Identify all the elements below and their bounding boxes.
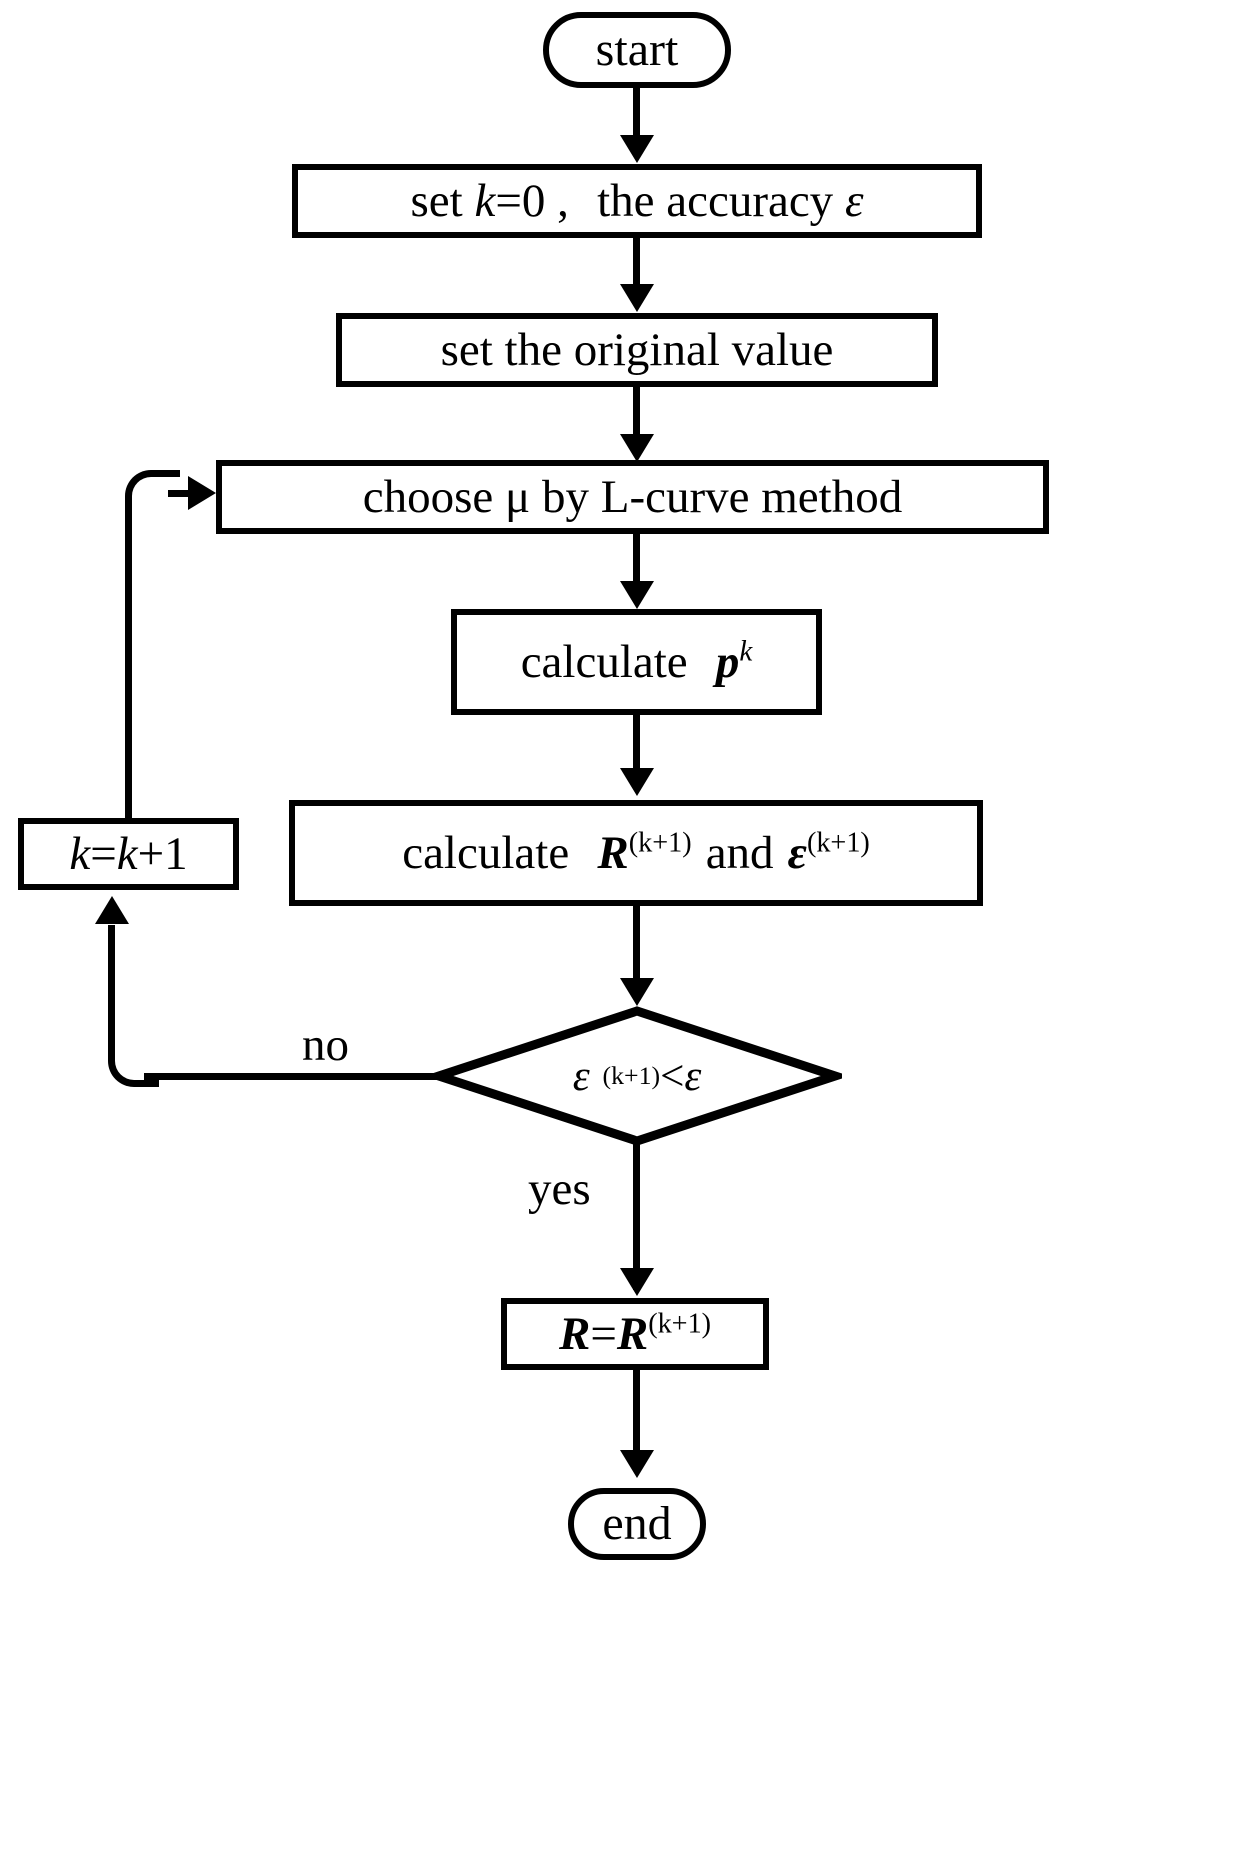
frag-eps-bold: ε	[787, 826, 807, 879]
edge-assign-R-to-end-arrow	[620, 1450, 654, 1478]
decision-diamond-shape	[432, 1006, 842, 1146]
node-calc-p[interactable]: calculate pk	[451, 609, 822, 715]
node-calc-p-label: calculate pk	[520, 635, 753, 688]
edge-choose-mu-to-calc-p-line	[633, 532, 640, 587]
edge-no-arrow	[95, 896, 129, 924]
frag-set: set	[410, 174, 475, 227]
frag-assign-sup: (k+1)	[648, 1307, 712, 1339]
edge-loop-horizontal	[168, 490, 192, 497]
node-choose-mu[interactable]: choose μ by L-curve method	[216, 460, 1049, 534]
edge-start-to-set-k-arrow	[620, 135, 654, 163]
frag-eq0: =0 ,	[495, 174, 569, 227]
frag-k-right: k	[116, 827, 138, 880]
node-end-label: end	[602, 1497, 672, 1550]
edge-calc-p-to-calc-R-arrow	[620, 768, 654, 796]
node-start-label: start	[595, 23, 679, 76]
frag-p-sup: k	[739, 634, 753, 667]
frag-k-eq: =	[90, 827, 117, 880]
frag-assign-R-left: R	[558, 1307, 591, 1360]
edge-assign-R-to-end-line	[633, 1368, 640, 1460]
edge-loop-vertical	[125, 560, 132, 822]
node-increment-k[interactable]: k=k+1	[18, 818, 239, 890]
node-assign-R[interactable]: R=R(k+1)	[501, 1298, 769, 1370]
edge-yes-line	[633, 1140, 640, 1290]
frag-k: k	[474, 174, 496, 227]
node-decision[interactable]: ε(k+1)<ε	[432, 1006, 842, 1146]
edge-loop-arrow	[188, 476, 216, 510]
node-set-original-label: set the original value	[440, 323, 834, 376]
edge-label-yes: yes	[522, 1162, 597, 1216]
edge-set-original-to-choose-mu-arrow	[620, 434, 654, 462]
node-set-original[interactable]: set the original value	[336, 313, 938, 387]
frag-calculate-p: calculate	[520, 635, 688, 688]
node-increment-k-label: k=k+1	[69, 827, 188, 880]
frag-assign-eq: =	[590, 1307, 617, 1360]
edge-loop-elbow	[125, 470, 180, 569]
node-end[interactable]: end	[568, 1488, 706, 1560]
frag-k-plus1: +1	[137, 827, 188, 880]
edge-calc-p-to-calc-R-line	[633, 713, 640, 771]
edge-no-horizontal	[144, 1073, 440, 1080]
frag-assign-R-right: R	[616, 1307, 649, 1360]
node-choose-mu-label: choose μ by L-curve method	[362, 470, 903, 523]
node-assign-R-label: R=R(k+1)	[558, 1307, 712, 1360]
frag-and: and	[705, 826, 774, 879]
edge-set-original-to-choose-mu-line	[633, 385, 640, 440]
frag-R-var: R	[597, 826, 629, 879]
frag-epsilon: ε	[844, 174, 864, 227]
edge-set-k-to-set-original-line	[633, 236, 640, 288]
frag-eps-sup: (k+1)	[806, 826, 870, 858]
frag-the-accuracy: the accuracy	[597, 174, 845, 227]
edge-label-no: no	[302, 1019, 349, 1071]
frag-p-var: p	[715, 635, 740, 688]
edge-calc-R-to-decision-line	[633, 904, 640, 982]
node-set-k-label: set k=0 , the accuracy ε	[410, 174, 864, 227]
frag-k-left: k	[69, 827, 91, 880]
frag-calculate-R: calculate	[402, 826, 570, 879]
edge-yes-arrow	[620, 1268, 654, 1296]
edge-no-elbow-up	[108, 940, 159, 1087]
node-set-k[interactable]: set k=0 , the accuracy ε	[292, 164, 982, 238]
edge-choose-mu-to-calc-p-arrow	[620, 581, 654, 609]
edge-no-vertical	[108, 925, 115, 955]
edge-start-to-set-k-line	[633, 86, 640, 141]
node-start[interactable]: start	[543, 12, 731, 88]
edge-set-k-to-set-original-arrow	[620, 284, 654, 312]
edge-calc-R-to-decision-arrow	[620, 978, 654, 1006]
frag-R-sup: (k+1)	[628, 826, 692, 858]
